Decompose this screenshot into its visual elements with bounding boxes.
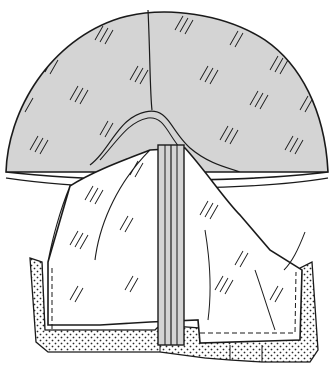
zipper-tape: [158, 145, 184, 345]
